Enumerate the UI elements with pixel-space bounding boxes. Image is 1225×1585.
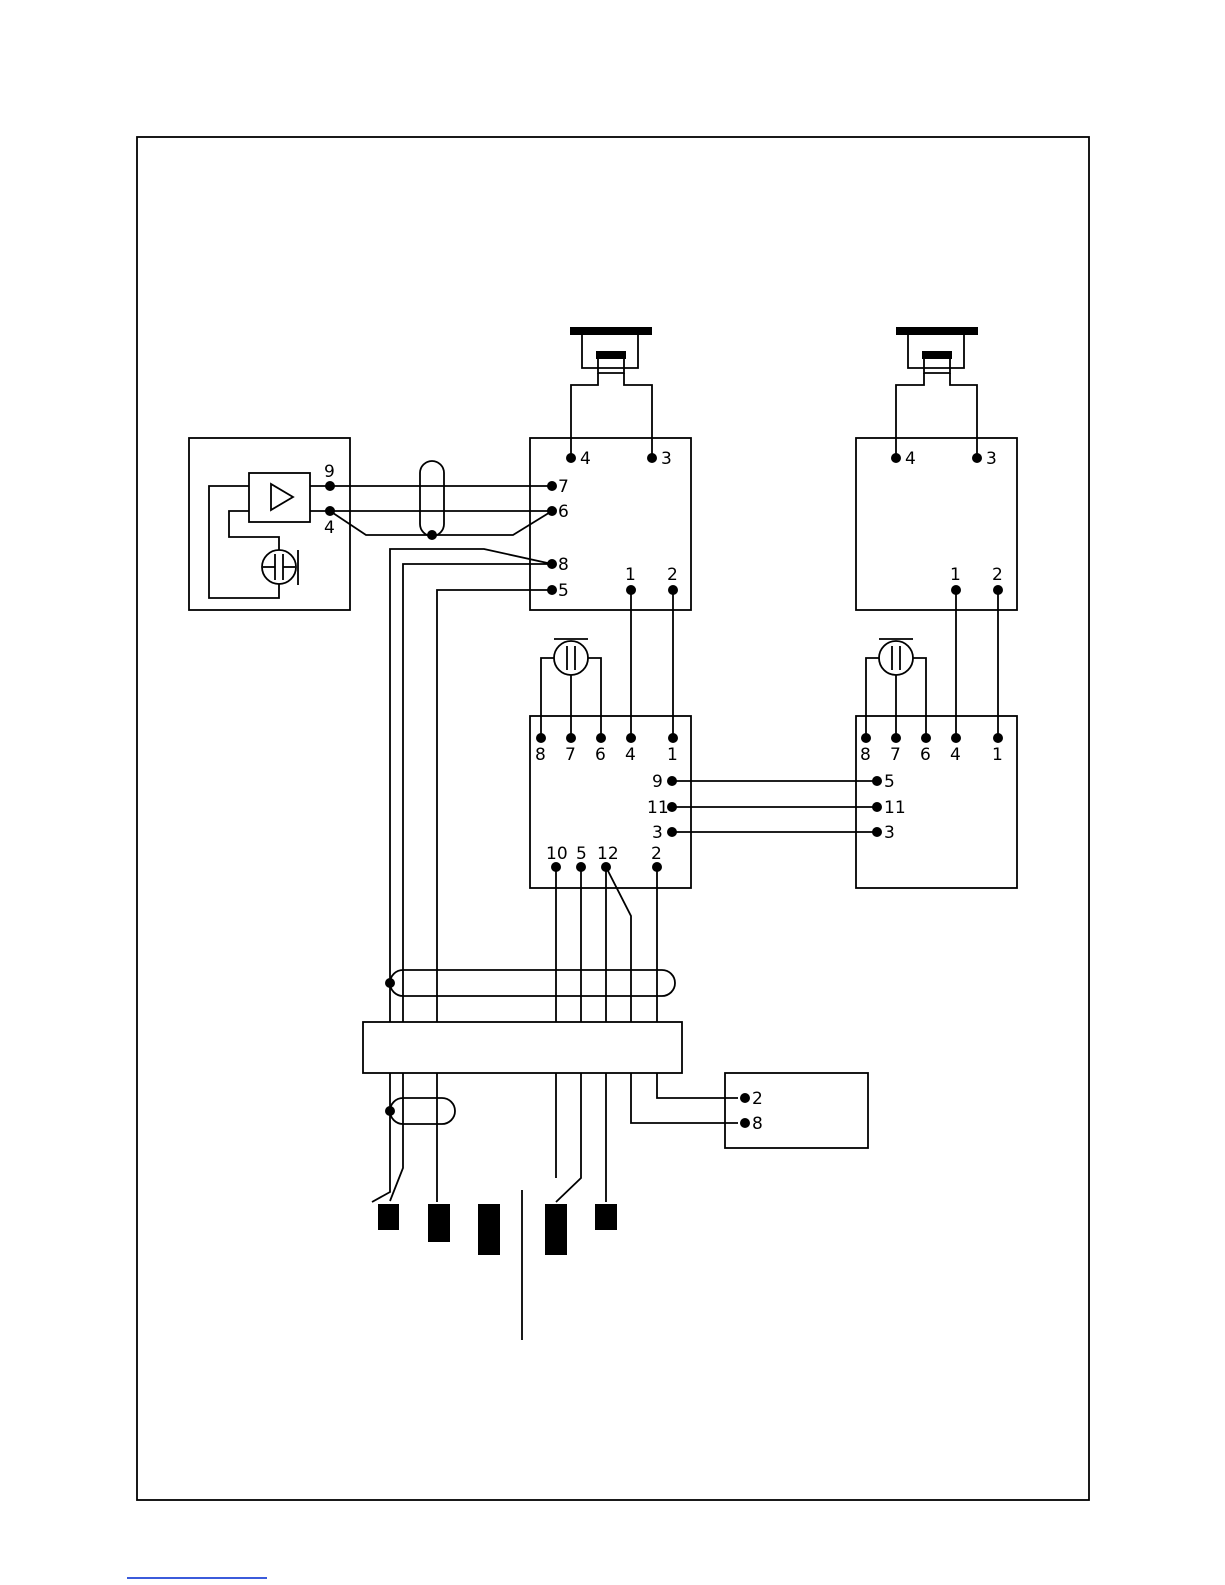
pin-label: 6 — [558, 502, 569, 522]
page-frame — [137, 137, 1089, 1500]
pin-label: 12 — [597, 844, 619, 864]
amplifier-icon — [271, 484, 293, 510]
pin-label: 8 — [860, 745, 871, 765]
pin-label: 1 — [992, 745, 1003, 765]
pin-label: 8 — [752, 1114, 763, 1134]
pin-label: 4 — [950, 745, 961, 765]
pin-label: 9 — [652, 772, 663, 792]
pin-label: 1 — [625, 565, 636, 585]
pin-label: 5 — [558, 581, 569, 601]
pin-label: 2 — [651, 844, 662, 864]
pin-label: 3 — [986, 449, 997, 469]
microphone-icon — [262, 550, 298, 585]
pin-label: 3 — [884, 823, 895, 843]
pin-label: 5 — [884, 772, 895, 792]
pin-label: 5 — [576, 844, 587, 864]
cable-shield-1 — [420, 461, 444, 536]
pin-label: 8 — [535, 745, 546, 765]
trunk-wires — [372, 549, 552, 1202]
speaker-2-wires — [896, 373, 977, 458]
pin-label: 7 — [890, 745, 901, 765]
pin-label: 6 — [920, 745, 931, 765]
cable-shield-3 — [390, 1098, 455, 1124]
pin-label: 6 — [595, 745, 606, 765]
small-module — [725, 1073, 868, 1148]
speaker-icon-1 — [570, 327, 652, 373]
amplifier-block — [249, 473, 310, 522]
pin-label: 3 — [661, 449, 672, 469]
pin-label: 11 — [647, 798, 669, 818]
pin-label: 10 — [546, 844, 568, 864]
board-link-wires — [672, 781, 877, 832]
terminal-strip[interactable] — [363, 1022, 682, 1073]
circuit-board-2 — [856, 716, 1017, 888]
footer-link-underline[interactable] — [127, 1577, 267, 1579]
signal-wires — [330, 486, 552, 535]
pin-label: 9 — [324, 462, 335, 482]
pin-label: 1 — [950, 565, 961, 585]
pin-label: 7 — [558, 477, 569, 497]
pin-label: 1 — [667, 745, 678, 765]
pin-label: 2 — [752, 1089, 763, 1109]
connector-blocks — [378, 1204, 617, 1255]
pin-label: 4 — [905, 449, 916, 469]
capacitor-icon-2 — [866, 639, 926, 738]
cable-shield-2 — [390, 970, 675, 996]
speaker-1-wires — [571, 373, 652, 458]
pin-label: 2 — [992, 565, 1003, 585]
pin-label: 8 — [558, 555, 569, 575]
capacitor-icon-1 — [541, 639, 601, 738]
pin-label: 7 — [565, 745, 576, 765]
pin-label: 2 — [667, 565, 678, 585]
speaker-icon-2 — [896, 327, 978, 373]
pin-label: 11 — [884, 798, 906, 818]
pin-label: 4 — [580, 449, 591, 469]
pin-label: 3 — [652, 823, 663, 843]
pin-label: 4 — [625, 745, 636, 765]
pin-label: 4 — [324, 518, 335, 538]
